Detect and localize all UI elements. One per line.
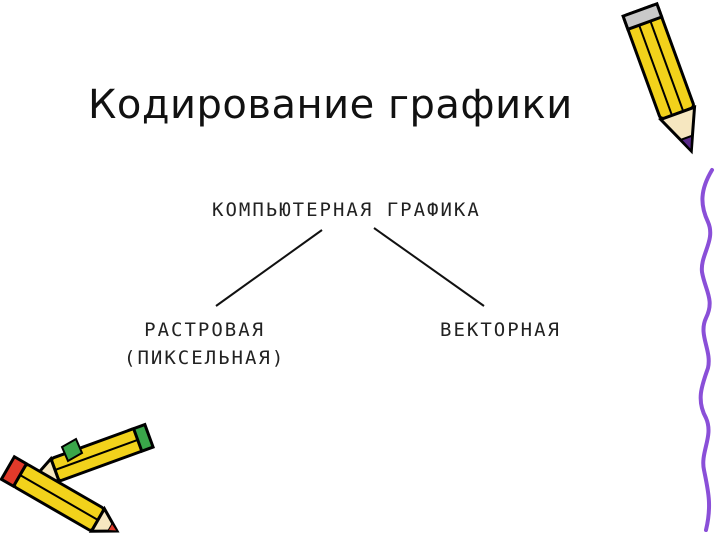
wavy-border-icon (698, 168, 714, 532)
pencils-icon (0, 422, 155, 533)
slide-title: Кодирование графики (88, 82, 573, 128)
diagram-left-node: РАСТРОВАЯ (ПИКСЕЛЬНАЯ) (124, 316, 285, 372)
pencil-icon (621, 1, 697, 155)
diagram-left-line2: (ПИКСЕЛЬНАЯ) (124, 347, 286, 369)
connector-right (373, 227, 485, 307)
connector-left (215, 229, 323, 307)
diagram-right-node: ВЕКТОРНАЯ (440, 319, 561, 341)
diagram-root-node: КОМПЬЮТЕРНАЯ ГРАФИКА (212, 199, 481, 221)
diagram-left-line1: РАСТРОВАЯ (144, 319, 266, 341)
